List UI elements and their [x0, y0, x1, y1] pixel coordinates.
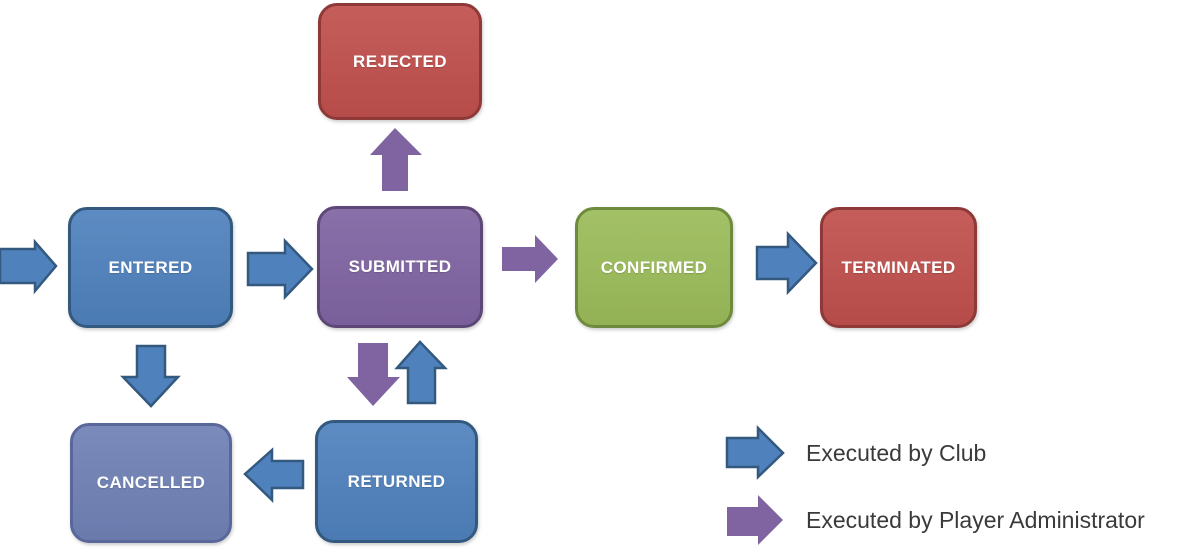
node-terminated-label: TERMINATED — [841, 257, 956, 277]
arrow-entered-to-submitted — [246, 237, 314, 301]
legend-club-arrow-icon — [725, 424, 785, 480]
node-cancelled: CANCELLED — [70, 423, 232, 543]
node-entered-label: ENTERED — [108, 257, 193, 277]
node-entered: ENTERED — [68, 207, 233, 328]
node-confirmed-label: CONFIRMED — [600, 257, 708, 277]
arrow-returned-to-submitted — [394, 340, 448, 405]
node-submitted-label: SUBMITTED — [348, 257, 452, 276]
arrow-entered-to-cancelled — [120, 344, 181, 408]
node-confirmed: CONFIRMED — [575, 207, 733, 328]
node-submitted: SUBMITTED — [317, 206, 483, 328]
legend-admin-label: Executed by Player Administrator — [806, 507, 1145, 533]
node-rejected-label: REJECTED — [353, 51, 447, 71]
arrow-returned-to-cancelled — [243, 447, 305, 503]
arrow-submitted-to-confirmed — [502, 235, 558, 283]
legend-club-label: Executed by Club — [806, 440, 987, 466]
legend-admin-arrow-icon — [727, 495, 783, 545]
node-terminated: TERMINATED — [820, 207, 977, 328]
arrow-start-to-entered — [0, 238, 58, 295]
node-returned: RETURNED — [315, 420, 478, 543]
arrow-submitted-to-returned — [347, 343, 400, 406]
node-cancelled-label: CANCELLED — [96, 473, 206, 492]
arrow-submitted-to-rejected — [370, 128, 422, 191]
arrow-confirmed-to-terminated — [755, 230, 818, 296]
node-returned-label: RETURNED — [347, 471, 446, 491]
node-rejected: REJECTED — [318, 3, 482, 120]
